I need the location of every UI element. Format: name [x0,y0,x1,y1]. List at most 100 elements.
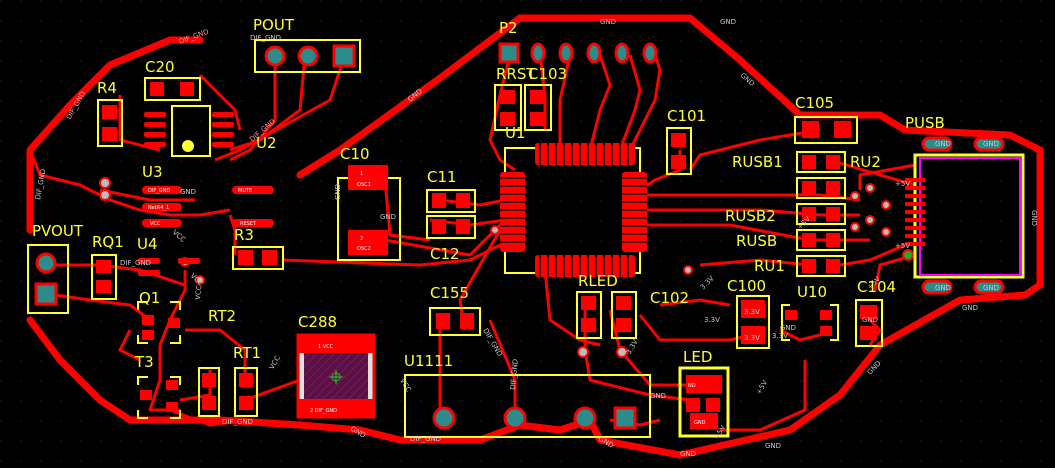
rusb-resistor[interactable] [796,229,846,251]
u1-microcontroller[interactable] [500,143,647,277]
r4-resistor[interactable] [97,99,123,147]
label-p2: P2 [499,19,518,37]
pusb-usb-connector[interactable] [905,136,1025,295]
c11-capacitor[interactable] [426,189,476,213]
svg-text:OSC2: OSC2 [357,246,371,252]
label-led: LED [683,348,712,366]
svg-text:GND: GND [983,284,999,292]
pvout-connector[interactable] [27,244,69,314]
c20-capacitor[interactable] [144,77,201,101]
c101-capacitor[interactable] [666,127,692,175]
svg-text:GND: GND [962,304,978,312]
led-component[interactable] [678,366,730,438]
svg-text:+5V: +5V [895,242,910,250]
c104-capacitor[interactable] [855,299,883,347]
c102-capacitor[interactable] [611,291,637,339]
c105-capacitor[interactable] [794,116,858,144]
svg-text:2 DIF_GND: 2 DIF_GND [310,408,337,414]
rq1-resistor[interactable] [91,254,117,300]
svg-text:3.3V: 3.3V [704,316,720,324]
vias [99,177,914,358]
svg-text:3.3V: 3.3V [744,334,760,342]
svg-text:GND: GND [935,140,951,148]
t3-transistor[interactable] [137,376,181,419]
c10-oscillator[interactable]: 1 OSC1 2 OSC2 [337,165,401,261]
label-t3: T3 [134,353,154,371]
c12-capacitor[interactable] [426,215,476,239]
label-rq1: RQ1 [92,233,124,251]
p2-header[interactable] [498,42,658,64]
label-rled: RLED [578,272,618,290]
label-c103: C103 [528,65,567,83]
label-c100: C100 [727,277,766,295]
c155-capacitor[interactable] [429,307,481,336]
svg-text:GND: GND [1030,210,1038,226]
r3-resistor[interactable] [232,246,284,270]
svg-text:DIF_GND: DIF_GND [148,188,170,194]
svg-text:3.3V: 3.3V [744,308,760,316]
svg-text:2: 2 [360,236,363,242]
svg-text:GND: GND [862,316,878,324]
u10-regulator[interactable] [781,304,839,341]
ru2-resistor[interactable] [796,177,846,199]
c100-capacitor[interactable] [736,295,770,349]
svg-text:GND: GND [765,442,781,450]
label-pvout: PVOUT [32,222,84,240]
svg-text:GND: GND [720,18,736,26]
ru1-resistor[interactable] [796,255,846,277]
c288-capacitor[interactable]: 1 VCC 2 DIF_GND [296,333,376,419]
label-u4: U4 [137,235,158,253]
label-rusb2: RUSB2 [725,207,776,225]
label-c155: C155 [430,284,469,302]
label-c12: C12 [430,245,460,263]
rusb1-resistor[interactable] [796,151,846,173]
svg-text:ND: ND [688,383,696,389]
rled-resistor[interactable] [576,291,602,339]
svg-text:DIF_GND: DIF_GND [410,435,441,443]
svg-text:GND: GND [694,420,706,426]
svg-text:MUTE: MUTE [238,188,252,194]
svg-text:3.3V: 3.3V [772,332,788,340]
c103-capacitor[interactable] [524,84,552,131]
label-c105: C105 [795,94,834,112]
svg-text:NetR4_1: NetR4_1 [148,205,169,211]
label-c10: C10 [340,145,370,163]
label-ru1: RU1 [754,257,785,275]
svg-text:GND: GND [380,213,396,221]
svg-text:GND: GND [680,450,696,458]
label-c101: C101 [667,107,706,125]
rrst-resistor[interactable] [494,84,522,131]
svg-text:+5V: +5V [895,180,910,188]
label-rt2: RT2 [208,307,236,325]
svg-text:GND: GND [650,392,666,400]
u4-chip[interactable] [138,258,200,276]
label-u10: U10 [797,283,827,301]
rusb2-resistor[interactable] [796,203,846,225]
svg-text:DIF_GND: DIF_GND [222,418,253,426]
u1111-regulator[interactable] [404,374,651,438]
label-q1: Q1 [139,289,160,307]
label-u3: U3 [142,163,163,181]
u2-chip[interactable] [144,105,234,157]
svg-text:DIF_GND: DIF_GND [120,259,151,267]
pout-header[interactable] [254,39,361,73]
q1-transistor[interactable] [137,301,181,344]
label-r3: R3 [234,226,254,244]
rt1-resistor[interactable] [234,367,258,417]
label-rusb1: RUSB1 [732,153,783,171]
designator-labels: POUT P2 C20 R4 U2 U3 RRST C103 U1 C101 C… [32,16,945,371]
svg-text:OSC1: OSC1 [357,182,371,188]
label-ru2: RU2 [850,153,881,171]
svg-text:GND: GND [780,324,796,332]
label-rusb: RUSB [736,232,777,250]
label-u1111: U1111 [404,352,453,370]
u3-chip[interactable]: DIF_GND NetR4_1 VCC [142,186,274,227]
svg-text:RESET: RESET [240,221,257,227]
svg-text:DIF_GND: DIF_GND [250,34,281,42]
rt2-resistor[interactable] [198,367,220,417]
label-pusb: PUSB [905,114,945,132]
svg-text:VCC: VCC [194,285,203,300]
label-c288: C288 [298,313,337,331]
